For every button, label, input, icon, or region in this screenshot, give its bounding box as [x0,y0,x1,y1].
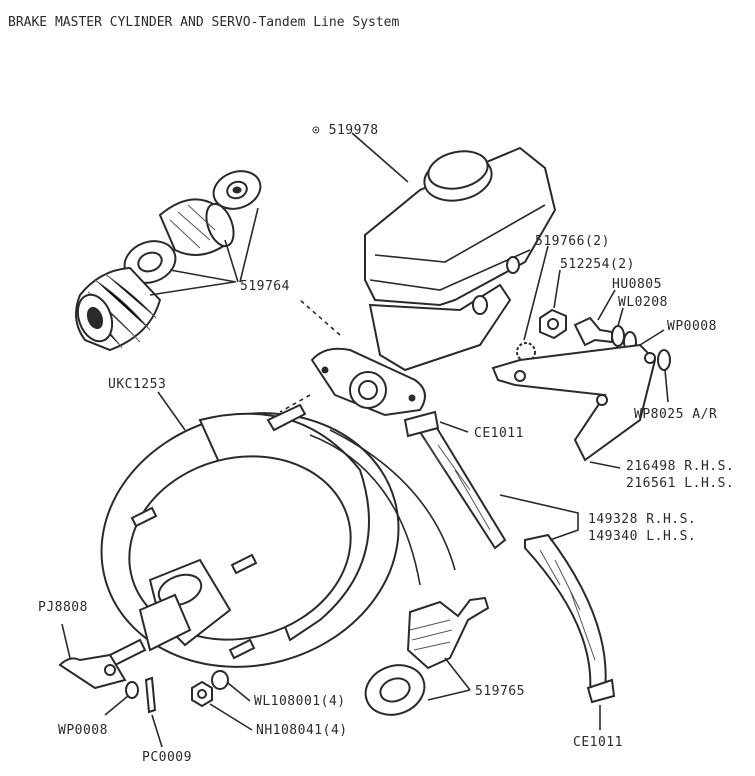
label-washer-2: 519766(2) [535,234,610,249]
label-split-pin: PC0009 [142,750,192,765]
label-washer-wp-bottom: WP0008 [58,723,108,738]
label-clip-bottom: CE1011 [573,735,623,750]
servo-unit [58,391,456,690]
label-nut-bottom: NH108041(4) [256,723,348,738]
label-pin: PJ8808 [38,600,88,615]
vacuum-hose [403,410,616,730]
diagram-title: BRAKE MASTER CYLINDER AND SERVO-Tandem L… [8,15,400,30]
master-cylinder [279,146,557,417]
label-nut-2: 512254(2) [560,257,635,272]
label-valve: 519765 [475,684,525,699]
leader-reservoir [351,132,409,183]
label-bolt: HU0805 [612,277,662,292]
label-washer-wl: WL0208 [618,295,668,310]
label-bracket-lhs: 216561 L.H.S. [626,476,734,491]
label-seal-kit: 519764 [240,279,290,294]
label-bracket-rhs: 216498 R.H.S. [626,459,734,474]
clevis-fittings [61,623,253,748]
bracket-hardware [491,245,671,469]
label-reservoir: ⊙ 519978 [312,123,379,138]
label-hose-lhs: 149340 L.H.S. [588,529,696,544]
label-hose-rhs: 149328 R.H.S. [588,512,696,527]
label-servo: UKC1253 [108,377,166,392]
label-washer-wl-bottom: WL108001(4) [254,694,346,709]
label-clip-top: CE1011 [474,426,524,441]
label-washer-wp8025: WP8025 A/R [634,407,717,422]
seal-kit-parts [75,170,262,352]
label-washer-wp-top: WP0008 [667,319,717,334]
valve-assembly [364,596,490,716]
